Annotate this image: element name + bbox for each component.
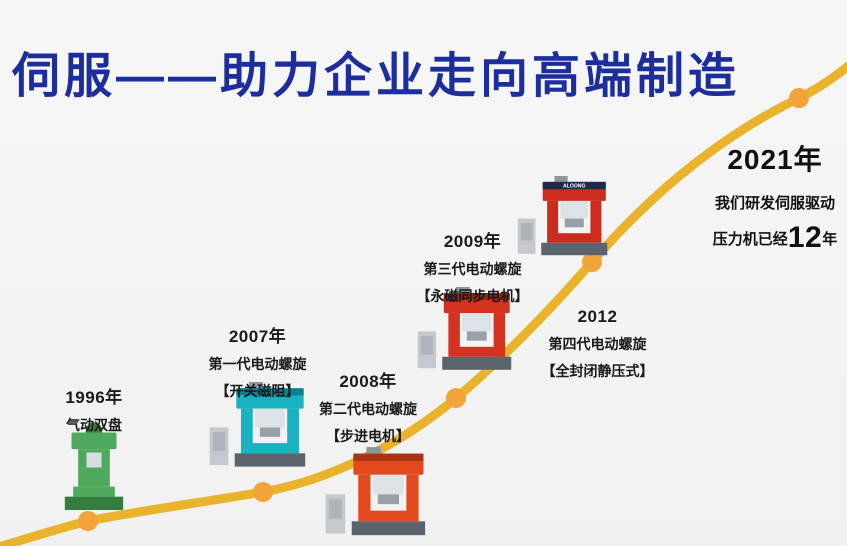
finale-year: 2021年 xyxy=(727,144,823,175)
machine-screw-cap xyxy=(248,382,263,390)
milestone-2012-year: 2012 xyxy=(577,307,618,326)
milestone-2007: 2007年 第一代电动螺旋 【开关磁阻】 xyxy=(190,322,325,408)
machine-ram-housing xyxy=(255,408,285,428)
finale-years-count: 12 xyxy=(787,221,823,254)
machine-cabinet-door xyxy=(212,432,226,451)
machine-base xyxy=(64,496,124,510)
machine-crown-band xyxy=(443,293,510,301)
machine-ram xyxy=(466,331,487,341)
machine-left-column xyxy=(547,200,559,235)
first-gen-electric-screw-press-icon xyxy=(209,382,306,467)
pneumatic-double-disc-press-icon xyxy=(64,422,124,510)
machine-ram-housing xyxy=(462,313,492,332)
machine-head xyxy=(71,432,117,450)
finale-line2-prefix: 压力机已经 xyxy=(712,231,788,248)
timeline-dot-2008 xyxy=(446,388,466,408)
timeline-dot-2012 xyxy=(582,252,602,272)
machine-ram-housing xyxy=(560,200,589,219)
milestone-1996-year: 1996年 xyxy=(65,388,123,407)
machine-right-column xyxy=(287,408,299,445)
milestone-2008-desc-2: 【步进电机】 xyxy=(326,428,410,444)
third-gen-electric-screw-press-icon xyxy=(417,287,512,370)
milestone-2012-desc-2: 【全封闭静压式】 xyxy=(541,363,654,379)
milestone-2008-year: 2008年 xyxy=(339,372,397,391)
finale-line2: 压力机已经12年 xyxy=(700,221,847,255)
machine-table xyxy=(73,486,115,497)
milestone-1996: 1996年 气动双盘 xyxy=(38,383,150,442)
machine-ram xyxy=(259,427,281,437)
machine-ram-housing xyxy=(372,474,404,495)
milestone-2009-year: 2009年 xyxy=(443,232,502,251)
machine-brand-label: ALOONG xyxy=(563,183,586,189)
machine-cabinet-door xyxy=(328,499,342,519)
machine-table xyxy=(547,233,602,243)
machine-crown-band xyxy=(236,388,304,396)
machine-cabinet-door xyxy=(420,336,434,355)
fourth-gen-electric-screw-press-icon: ALOONG xyxy=(517,176,608,256)
machine-screw-cap xyxy=(456,287,470,294)
page-title: 伺服——助力企业走向高端制造 xyxy=(12,50,741,103)
machine-base xyxy=(351,521,426,536)
machine-table xyxy=(240,443,299,454)
machine-left-column xyxy=(240,408,253,445)
machine-screw-cap xyxy=(554,176,568,183)
machine-table xyxy=(358,510,419,522)
milestone-2012: 2012 第四代电动螺旋 【全封闭静压式】 xyxy=(530,307,665,388)
machine-table xyxy=(448,346,506,357)
machine-crown-band xyxy=(542,181,606,190)
milestone-2021: 2021年 我们研发伺服驱动 压力机已经12年 xyxy=(700,138,847,255)
milestone-2007-desc-2: 【开关磁阻】 xyxy=(215,383,300,399)
milestone-2009-desc-2: 【永磁同步电机】 xyxy=(416,288,529,304)
timeline-dot-1996 xyxy=(78,511,98,531)
milestone-2007-year: 2007年 xyxy=(228,327,287,346)
milestone-2012-desc-1: 第四代电动螺旋 xyxy=(548,336,647,352)
machine-screw-cap xyxy=(366,447,382,455)
milestone-2007-desc-1: 第一代电动螺旋 xyxy=(208,356,307,372)
milestone-2008-desc-1: 第二代电动螺旋 xyxy=(319,401,417,417)
finale-line1: 我们研发伺服驱动 xyxy=(714,195,835,212)
milestone-2009: 2009年 第三代电动螺旋 【永磁同步电机】 xyxy=(405,227,540,313)
machine-cabinet-door xyxy=(520,222,533,241)
milestone-1996-desc: 气动双盘 xyxy=(66,417,122,433)
timeline-dot-2021 xyxy=(789,88,809,108)
machine-right-column xyxy=(590,200,602,235)
machine-right-column xyxy=(406,474,419,513)
milestone-2009-desc-1: 第三代电动螺旋 xyxy=(423,261,522,277)
finale-line2-suffix: 年 xyxy=(822,231,838,248)
timeline-dot-2007 xyxy=(253,482,273,502)
machine-base xyxy=(234,453,306,467)
machine-ram xyxy=(377,494,400,505)
second-gen-electric-screw-press-icon xyxy=(325,447,426,536)
machine-crown-band xyxy=(353,453,424,461)
milestone-2008: 2008年 第二代电动螺旋 【步进电机】 xyxy=(302,367,434,453)
machine-base xyxy=(442,356,512,370)
machine-base xyxy=(541,242,608,256)
machine-left-column xyxy=(448,313,460,349)
machine-ram xyxy=(564,218,584,228)
machine-left-column xyxy=(358,474,371,513)
machine-right-column xyxy=(493,313,506,349)
machine-ram xyxy=(86,452,102,468)
